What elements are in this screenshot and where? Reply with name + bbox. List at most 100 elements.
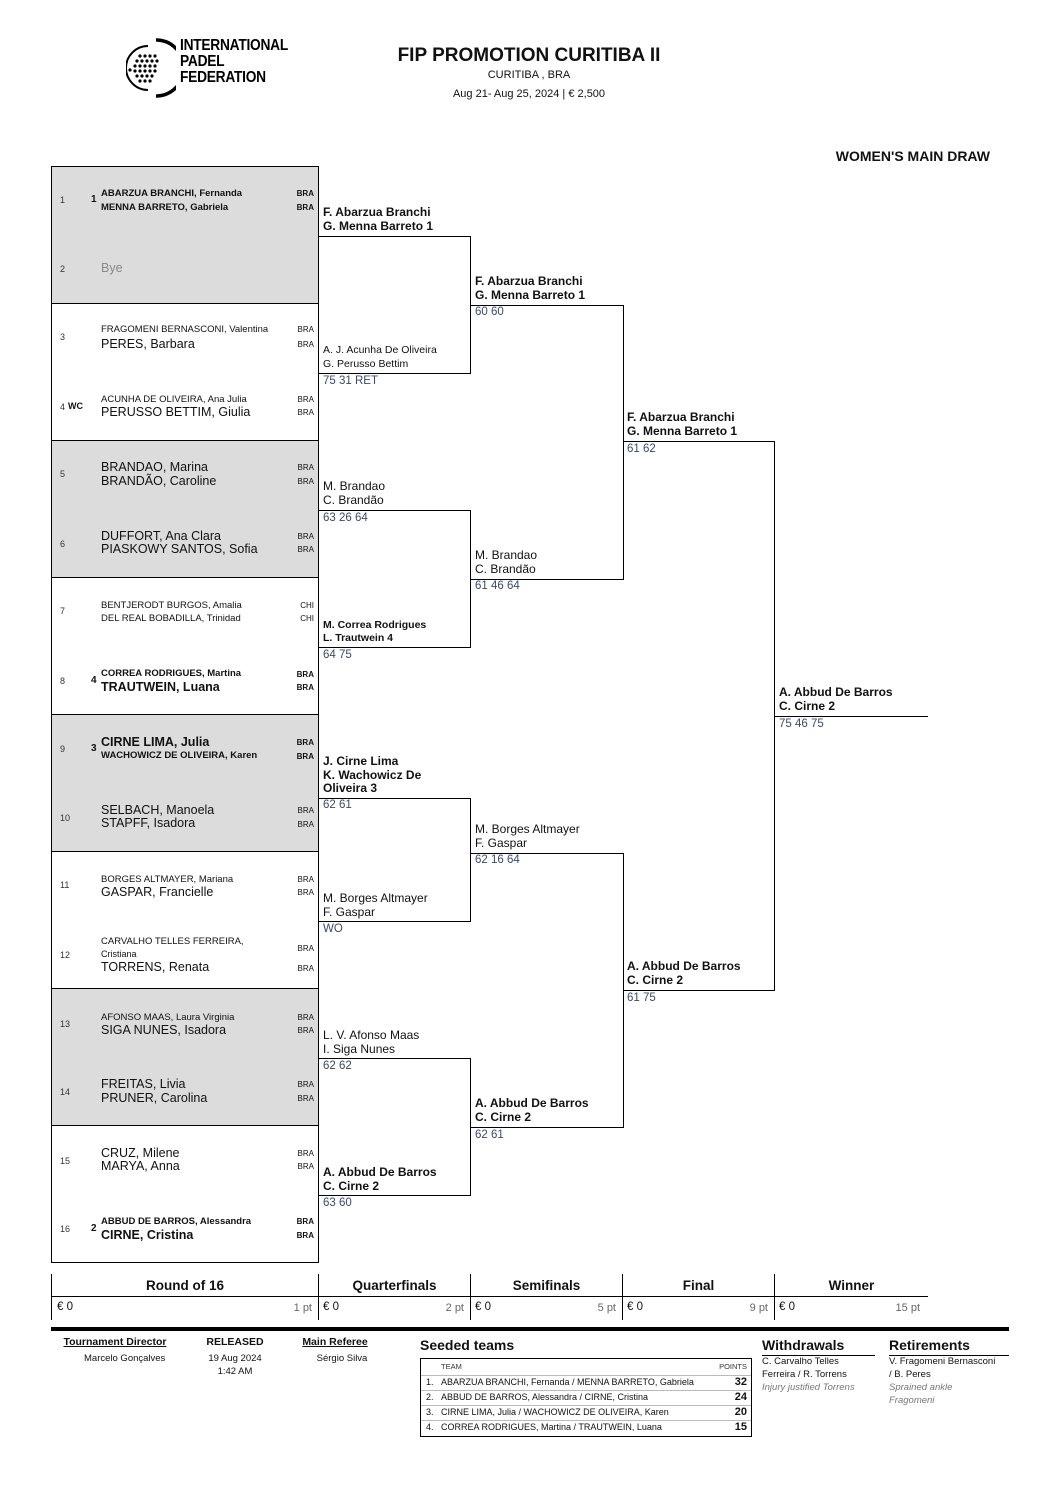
player-1-country: BRA <box>297 944 314 953</box>
player-2-country: BRA <box>296 752 314 761</box>
table-row: 3.CIRNE LIMA, Julia / WACHOWICZ DE OLIVE… <box>421 1405 751 1419</box>
qf-score-3: 63 26 64 <box>323 512 368 524</box>
player-2-country: BRA <box>297 340 314 349</box>
table-border <box>51 1274 52 1320</box>
logo-line-2: PADEL <box>180 53 225 70</box>
logo-line-1: INTERNATIONAL <box>180 37 288 54</box>
tournament-location: CURITIBA , BRA <box>487 69 571 81</box>
prize-money: € 0 <box>627 1301 643 1313</box>
round-header-r16: Round of 16 <box>146 1278 224 1293</box>
footer-rule <box>889 1355 1009 1356</box>
player-1-country: BRA <box>297 1149 314 1158</box>
logo-wordmark: INTERNATIONAL PADEL FEDERATION <box>180 38 288 86</box>
player-2-country: BRA <box>297 545 314 554</box>
entry-number: 3 <box>60 332 66 342</box>
ranking-points: 15 pt <box>895 1302 920 1314</box>
player-1-name: FREITAS, Livia <box>101 1077 186 1091</box>
ranking-points: 1 pt <box>293 1302 312 1314</box>
wildcard-label: WC <box>68 401 83 411</box>
logo-line-3: FEDERATION <box>180 69 266 86</box>
entry-number: 7 <box>60 606 66 616</box>
round-header-final: Final <box>682 1278 715 1293</box>
released-time: 1:42 AM <box>217 1366 253 1377</box>
draw-entry-13: 13 AFONSO MAAS, Laura Virginia BRA SIGA … <box>52 989 318 1057</box>
entry-number: 13 <box>60 1019 71 1029</box>
player-2-name: PERUSSO BETTIM, Giulia <box>101 405 251 419</box>
draw-entry-1: 1 1 ABARZUA BRANCHI, Fernanda BRA MENNA … <box>52 167 318 235</box>
ranking-points: 2 pt <box>445 1302 464 1314</box>
bracket-line <box>470 236 471 374</box>
seed-number: 2 <box>91 1223 97 1234</box>
entry-number: 1 <box>60 195 66 205</box>
band-gray <box>52 715 318 852</box>
table-row: 2.ABBUD DE BARROS, Alessandra / CIRNE, C… <box>421 1390 751 1404</box>
divider <box>52 303 318 304</box>
draw-entry-8: 8 4 CORREA RODRIGUES, Martina BRA TRAUTW… <box>52 646 318 714</box>
entry-number: 9 <box>60 744 66 754</box>
player-2-country: BRA <box>297 888 314 897</box>
player-1-name: FRAGOMENI BERNASCONI, Valentina <box>101 324 269 335</box>
player-2-name: PIASKOWY SANTOS, Sofia <box>101 542 258 556</box>
withdrawal-line: C. Carvalho Telles <box>762 1356 839 1367</box>
bracket-line <box>319 510 471 511</box>
director-name: Marcelo Gonçalves <box>84 1353 166 1364</box>
bracket-line <box>624 441 775 442</box>
player-1-country: BRA <box>297 1013 314 1022</box>
draw-title: WOMEN'S MAIN DRAW <box>835 148 990 164</box>
player-2-name: CIRNE, Cristina <box>101 1228 194 1242</box>
final-score-2: 61 75 <box>627 992 656 1004</box>
draw-entry-3: 3 FRAGOMENI BERNASCONI, Valentina BRA PE… <box>52 304 318 372</box>
bracket-line <box>623 305 624 580</box>
draw-entry-4: 4 WC ACUNHA DE OLIVEIRA, Ana Julia BRA P… <box>52 372 318 440</box>
player-1-country: BRA <box>297 463 314 472</box>
player-1-name: DUFFORT, Ana Clara <box>101 529 221 543</box>
footer-rule <box>762 1355 875 1356</box>
player-1-name-cont: Cristiana <box>101 949 137 959</box>
band-gray <box>52 441 318 578</box>
player-1-country: BRA <box>297 395 314 404</box>
player-1-name: CORREA RODRIGUES, Martina <box>101 668 242 679</box>
prize-money: € 0 <box>475 1301 491 1313</box>
entry-number: 6 <box>60 539 66 549</box>
col-team: TEAM <box>441 1362 462 1371</box>
player-2-name: PERES, Barbara <box>101 337 195 351</box>
player-2-name: SIGA NUNES, Isadora <box>101 1023 227 1037</box>
divider <box>52 988 318 989</box>
bracket-line <box>319 921 471 922</box>
player-1-country: BRA <box>296 1217 314 1226</box>
retirement-line: / B. Peres <box>889 1369 931 1380</box>
entry-number: 2 <box>60 264 66 274</box>
bracket-line <box>319 647 471 648</box>
player-1-name: BRANDAO, Marina <box>101 460 208 474</box>
padel-ball-logo-icon <box>126 38 176 98</box>
draw-entry-14: 14 FREITAS, Livia BRA PRUNER, Carolina B… <box>52 1057 318 1125</box>
player-1-country: BRA <box>296 189 314 198</box>
round-header-winner: Winner <box>828 1278 875 1293</box>
round-header-sf: Semifinals <box>512 1278 581 1293</box>
footer-rule <box>51 1327 1009 1331</box>
director-label: Tournament Director <box>63 1336 167 1348</box>
player-1-name: SELBACH, Manoela <box>101 803 215 817</box>
player-1-name: CIRNE LIMA, Julia <box>101 735 210 749</box>
player-2-country: BRA <box>296 203 314 212</box>
bracket-line <box>319 1058 471 1059</box>
player-2-country: BRA <box>297 477 314 486</box>
player-1-country: BRA <box>296 670 314 679</box>
table-border <box>318 1274 319 1320</box>
entry-number: 16 <box>60 1224 71 1234</box>
player-1-name: BENTJERODT BURGOS, Amalia <box>101 600 242 611</box>
winner-score: 75 46 75 <box>779 718 824 730</box>
released-label: RELEASED <box>206 1336 264 1348</box>
bracket-line <box>319 798 471 799</box>
tournament-title: FIP PROMOTION CURITIBA II <box>397 45 661 66</box>
divider <box>52 851 318 852</box>
bracket-line <box>471 853 624 854</box>
bracket-line <box>774 441 775 991</box>
